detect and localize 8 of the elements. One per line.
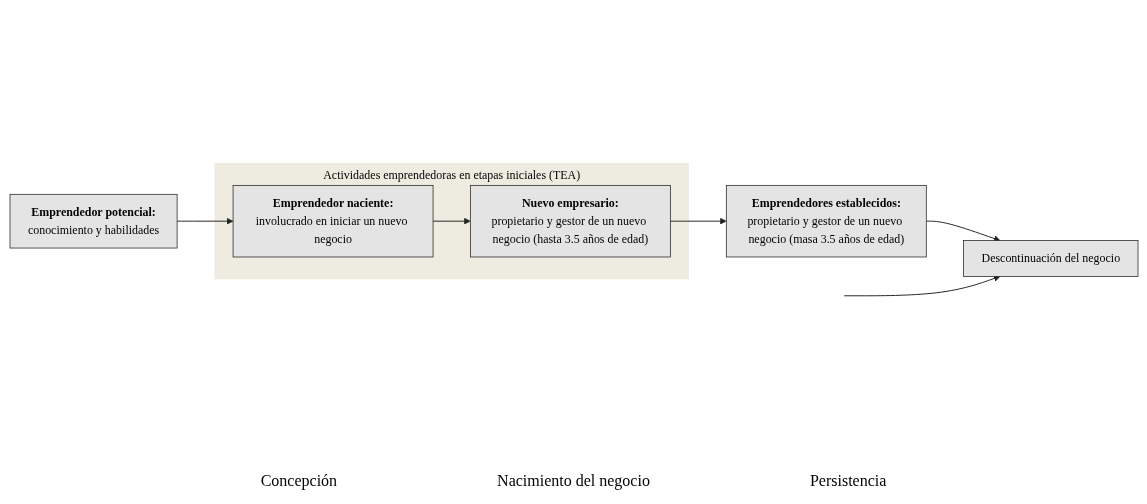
node-box: Descontinuación del negocio [962, 240, 1138, 277]
stage-label: Persistencia [809, 472, 887, 490]
stage-label: Nacimiento del negocio [497, 472, 650, 490]
node-box: Nuevo empresario: propietario y gestor de un nuevo negocio (hasta 3.5 años de edad) [469, 185, 671, 258]
node-box: Emprendedores establecidos: propietario y gestor de un nuevo negocio (masa 3.5 años de edad) [725, 185, 927, 258]
node-box: Emprendedor potencial: conocimiento y habilidades [9, 194, 177, 249]
stage-label: Concepción [260, 472, 338, 490]
node-box: Emprendedor naciente: involucrado en iniciar un nuevo negocio [232, 185, 433, 258]
